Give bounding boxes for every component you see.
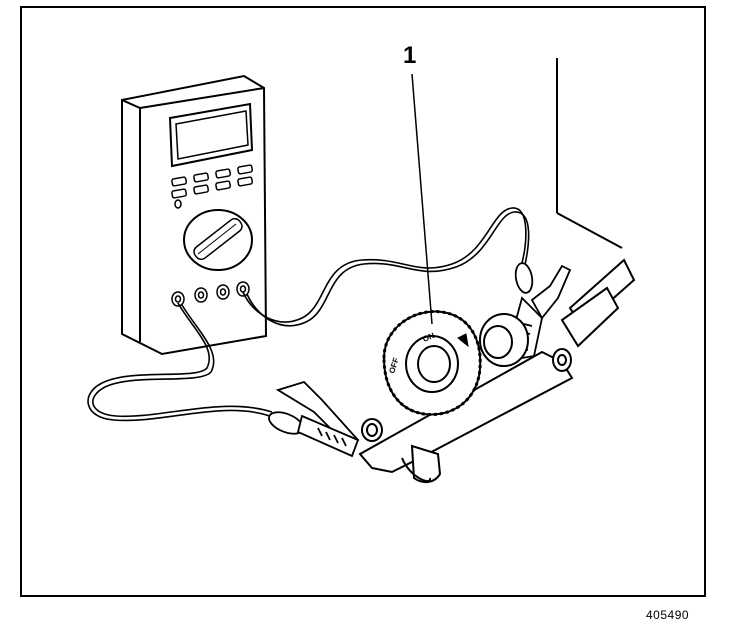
callout-leader — [411, 73, 433, 325]
shaft — [560, 258, 636, 348]
illustration: OFF ON — [87, 58, 636, 484]
hub — [479, 313, 529, 367]
alligator-clip-left — [268, 380, 360, 458]
multimeter — [121, 74, 268, 356]
meter-buttons — [171, 164, 254, 209]
switch-bracket — [358, 348, 574, 484]
test-leads — [87, 207, 530, 422]
figure-id: 405490 — [646, 608, 690, 622]
meter-jacks — [171, 281, 250, 307]
callout-number: 1 — [403, 42, 417, 69]
rotary-switch — [382, 310, 482, 417]
machine-housing — [556, 58, 623, 249]
selector-dial — [183, 209, 253, 271]
figure-frame: OFF ON 1 — [20, 6, 706, 597]
dial-label-on: ON — [421, 331, 436, 344]
